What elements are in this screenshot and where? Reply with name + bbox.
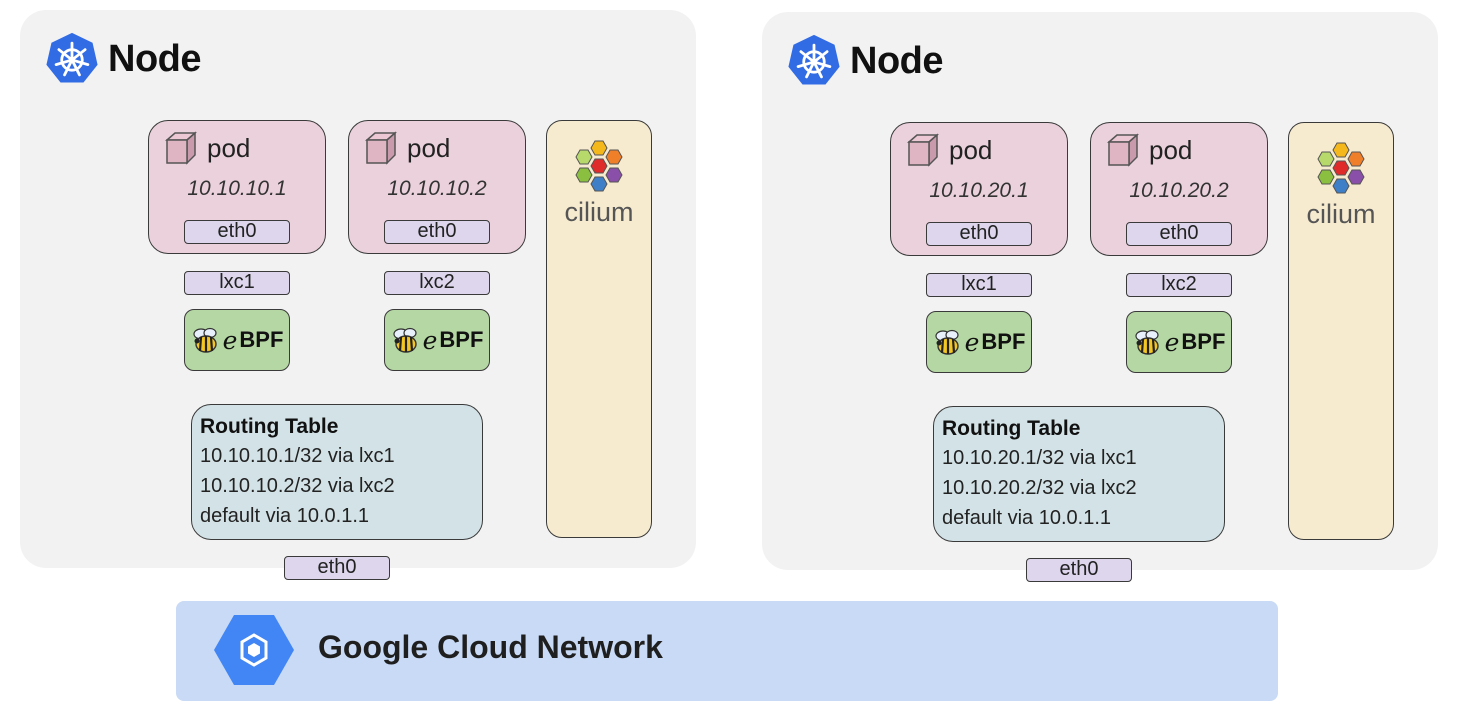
pod-eth0-interface: eth0	[1126, 222, 1232, 246]
node-header-2: Node	[786, 33, 944, 89]
node-header-1: Node	[44, 31, 202, 87]
pod-label: pod	[1149, 134, 1193, 165]
kubernetes-icon	[788, 34, 840, 85]
cilium-agent: cilium	[1288, 122, 1394, 540]
google-cloud-icon	[214, 615, 294, 685]
pod-label: pod	[407, 132, 451, 163]
routing-table-title: Routing Table	[942, 417, 1081, 440]
pod-box: pod 10.10.20.2	[1090, 122, 1268, 256]
ebpf-bpf-text: BPF	[239, 327, 284, 352]
cube-icon	[365, 131, 397, 165]
ebpf-bpf-text: BPF	[1181, 329, 1226, 354]
pod-eth0-interface: eth0	[184, 220, 290, 244]
network-label: Google Cloud Network	[318, 629, 663, 665]
pod-label: pod	[949, 134, 993, 165]
google-cloud-network-bar: Google Cloud Network	[176, 601, 1278, 701]
pod-label: pod	[207, 132, 251, 163]
pod-ip: 10.10.20.2	[1129, 179, 1229, 202]
cilium-hexagon-icon	[1317, 142, 1365, 194]
cilium-label: cilium	[1306, 199, 1376, 229]
host-eth0-interface: eth0	[1026, 558, 1132, 582]
pod-ip: 10.10.10.2	[387, 177, 487, 200]
node-title: Node	[850, 39, 944, 82]
bee-icon	[392, 327, 417, 353]
lxc-interface: lxc2	[1126, 273, 1232, 297]
bee-icon	[1134, 329, 1159, 355]
cilium-agent: cilium	[546, 120, 652, 538]
ebpf-e-text: e	[222, 325, 238, 355]
route-entry: 10.10.20.1/32 via lxc1	[942, 447, 1137, 469]
pod-ip: 10.10.10.1	[187, 177, 287, 200]
routing-table: Routing Table 10.10.20.1/32 via lxc1 10.…	[933, 406, 1225, 542]
route-entry: 10.10.20.2/32 via lxc2	[942, 477, 1137, 499]
route-entry: default via 10.0.1.1	[942, 507, 1112, 529]
pod-ip: 10.10.20.1	[929, 179, 1029, 202]
pod-box: pod 10.10.10.2	[348, 120, 526, 254]
route-entry: 10.10.10.1/32 via lxc1	[200, 445, 395, 467]
cilium-hexagon-icon	[575, 140, 623, 192]
cilium-label: cilium	[564, 197, 634, 227]
host-eth0-interface: eth0	[284, 556, 390, 580]
route-entry: default via 10.0.1.1	[200, 505, 370, 527]
ebpf-e-text: e	[1164, 327, 1180, 357]
kubernetes-icon	[46, 32, 98, 83]
ebpf-e-text: e	[422, 325, 438, 355]
lxc-interface: lxc2	[384, 271, 490, 295]
ebpf-e-text: e	[964, 327, 980, 357]
bee-icon	[192, 327, 217, 353]
cube-icon	[165, 131, 197, 165]
bee-icon	[934, 329, 959, 355]
routing-table-title: Routing Table	[200, 415, 339, 438]
pod-eth0-interface: eth0	[384, 220, 490, 244]
route-entry: 10.10.10.2/32 via lxc2	[200, 475, 395, 497]
node-title: Node	[108, 37, 202, 80]
cube-icon	[907, 133, 939, 167]
ebpf-bpf-text: BPF	[439, 327, 484, 352]
lxc-interface: lxc1	[184, 271, 290, 295]
lxc-interface: lxc1	[926, 273, 1032, 297]
routing-table: Routing Table 10.10.10.1/32 via lxc1 10.…	[191, 404, 483, 540]
cube-icon	[1107, 133, 1139, 167]
ebpf-bpf-text: BPF	[981, 329, 1026, 354]
pod-eth0-interface: eth0	[926, 222, 1032, 246]
